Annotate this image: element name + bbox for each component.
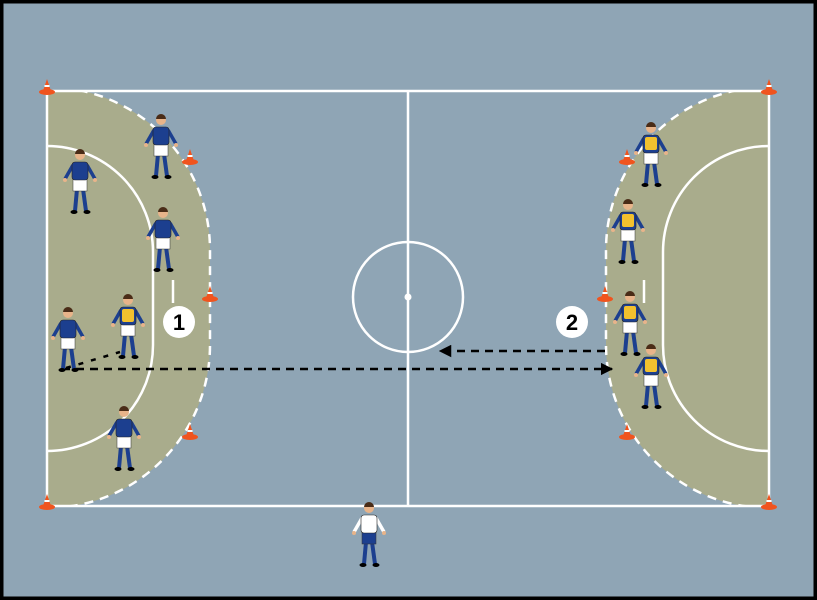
player-yellow-bib xyxy=(613,291,647,356)
cone-icon xyxy=(182,424,198,440)
player-blue-team xyxy=(51,307,85,372)
label-2: 2 xyxy=(566,310,578,335)
left-free-throw-line xyxy=(61,91,212,506)
left-goal-area-line xyxy=(46,144,155,453)
referee xyxy=(352,502,386,567)
cone-icon xyxy=(202,286,218,302)
player-yellow-bib xyxy=(111,294,145,359)
center-circle xyxy=(351,240,465,354)
player-yellow-bib xyxy=(611,199,645,264)
label-2-badge: 2 xyxy=(556,306,588,338)
label-1: 1 xyxy=(173,310,185,335)
right-goal-area-line xyxy=(661,144,770,453)
player-yellow-bib xyxy=(634,122,668,187)
cone-icon xyxy=(619,149,635,165)
player-blue-team xyxy=(107,406,141,471)
cone-icon xyxy=(597,286,613,302)
cone-icon xyxy=(619,424,635,440)
player-yellow-bib xyxy=(634,344,668,409)
cone-icon xyxy=(761,494,777,510)
center-spot xyxy=(404,293,412,301)
player-blue-team xyxy=(63,149,97,214)
label-1-badge: 1 xyxy=(163,306,195,338)
cone-icon xyxy=(39,79,55,95)
cone-icon xyxy=(182,149,198,165)
cone-icon xyxy=(761,79,777,95)
cone-icon xyxy=(39,494,55,510)
player-blue-team xyxy=(146,207,180,272)
short-pass-path xyxy=(65,350,121,370)
right-free-throw-line xyxy=(604,91,755,506)
player-blue-team xyxy=(144,114,178,179)
